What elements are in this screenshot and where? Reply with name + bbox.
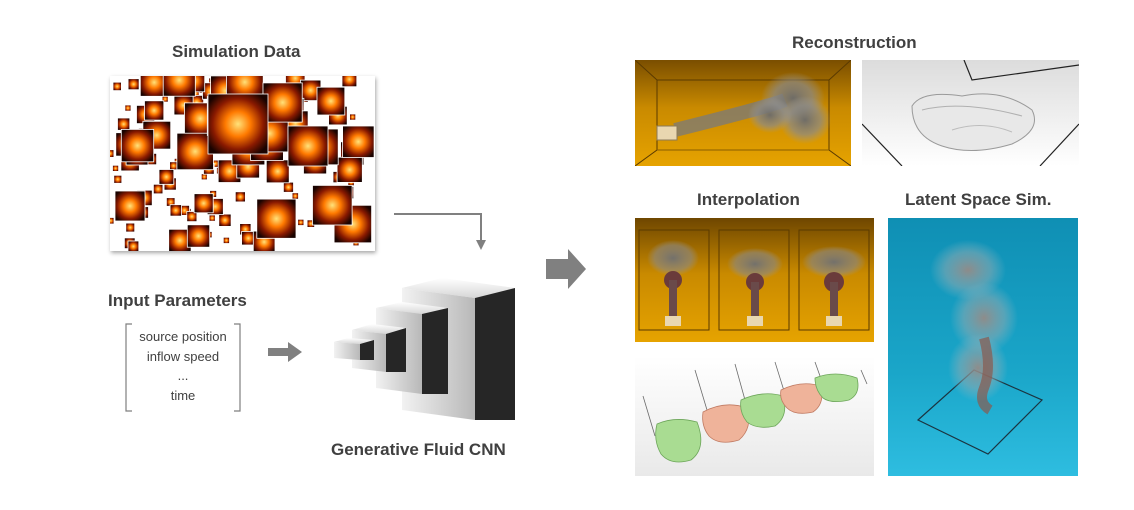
parameter-ellipsis: ...	[177, 368, 189, 383]
generative-cnn-title: Generative Fluid CNN	[331, 440, 506, 459]
reconstruction-liquid-image	[862, 60, 1079, 166]
parameter-brackets	[125, 323, 241, 412]
simulation-data-collage	[110, 76, 375, 251]
interpolation-smoke-image	[635, 218, 874, 342]
reconstruction-smoke-image	[635, 60, 851, 166]
cnn-to-output-arrow	[546, 249, 586, 289]
params-to-cnn-arrow	[268, 342, 302, 362]
simulation-data-title: Simulation Data	[172, 42, 301, 61]
reconstruction-title: Reconstruction	[792, 33, 917, 52]
latent-space-sim-image	[888, 218, 1078, 476]
parameter-time: time	[170, 387, 196, 403]
interpolation-title: Interpolation	[697, 190, 800, 209]
latent-space-sim-title: Latent Space Sim.	[905, 190, 1052, 209]
interpolation-liquid-image	[635, 356, 874, 476]
parameter-list: source position inflow speed ... time	[122, 327, 244, 405]
parameter-source-position: source position	[139, 329, 227, 344]
fire-patches-collage	[110, 76, 375, 251]
cnn-blocks-icon	[334, 278, 515, 420]
data-to-cnn-arrow	[394, 213, 486, 250]
parameter-inflow-speed: inflow speed	[146, 348, 220, 364]
input-parameters-title: Input Parameters	[108, 291, 247, 310]
